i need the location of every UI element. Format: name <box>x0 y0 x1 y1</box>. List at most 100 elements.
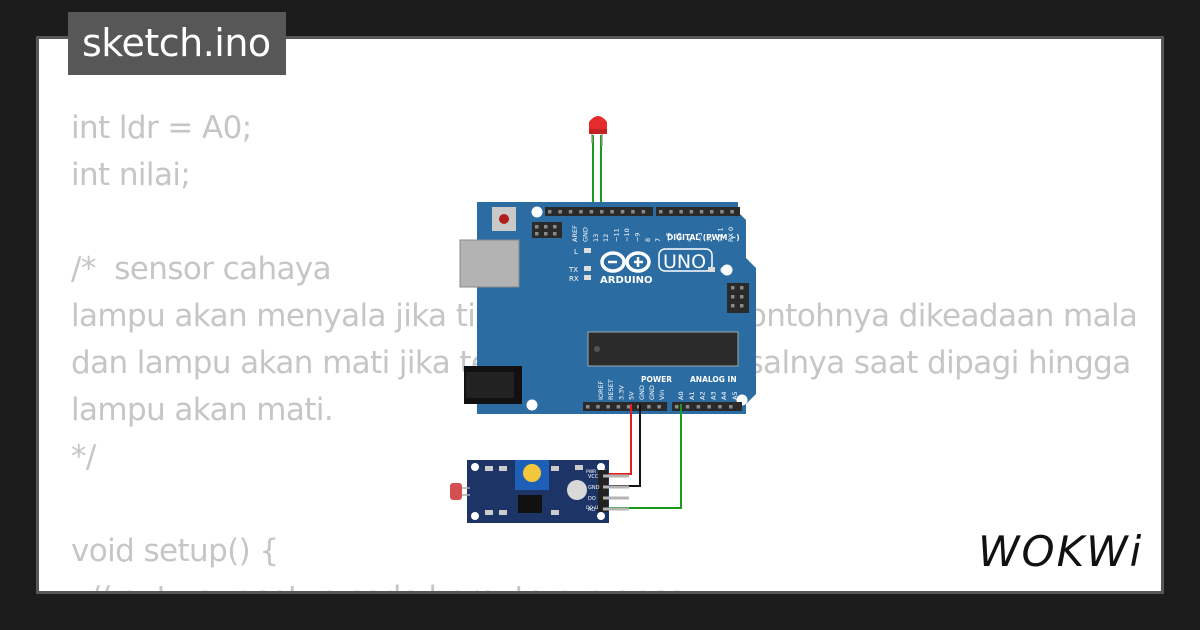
header-pin <box>596 405 600 409</box>
sensor-led <box>567 480 587 500</box>
icsp-header-1 <box>532 222 562 238</box>
red-led[interactable] <box>589 116 607 214</box>
code-line: int ldr = A0; <box>71 110 252 146</box>
wokwi-logo: WOKWi <box>978 527 1143 576</box>
chip-notch <box>594 346 600 352</box>
power-label: POWER <box>641 375 672 384</box>
digital-label: DIGITAL (PWM ~) <box>667 233 740 242</box>
usb-port <box>459 239 520 288</box>
do-led-label: DO LED <box>586 505 604 511</box>
header-pin <box>718 405 722 409</box>
power-jack-inner <box>466 372 514 398</box>
pin-label: TX 1 <box>717 227 725 243</box>
icsp-pin <box>535 232 539 236</box>
header-pin <box>631 210 635 214</box>
sensor-pin-label: DO <box>588 496 596 502</box>
wire-5v-vcc <box>606 404 632 475</box>
sensor-pin-vcc[interactable] <box>603 474 629 478</box>
icsp-pin <box>731 295 735 299</box>
digital-header-left <box>545 207 653 216</box>
header-pin <box>620 210 625 214</box>
code-line: // put your setup code here, to run once… <box>71 575 1135 591</box>
icsp-pin <box>544 232 548 236</box>
wokwi-logo-text: WOKWi <box>978 527 1143 576</box>
sensor-pin-label: VCC <box>588 474 599 480</box>
rx-led-label: RX <box>569 275 579 283</box>
header-pin <box>637 405 641 409</box>
header-pin <box>606 405 610 409</box>
pin-label: GND <box>648 385 656 400</box>
pin-label: GND <box>638 385 646 400</box>
reset-button[interactable] <box>499 214 509 224</box>
pin-label: 3.3V <box>617 385 625 400</box>
arduino-uno-board[interactable]: UNO ARDUINO DIGITAL (PWM ~) POWER ANALOG… <box>459 202 756 414</box>
smd-4 <box>499 510 507 515</box>
smd-1 <box>485 466 493 471</box>
analog-label: ANALOG IN <box>690 375 737 384</box>
code-line: lampu akan mati. <box>71 392 334 428</box>
icsp-pin <box>740 304 744 308</box>
header-pin <box>659 210 663 214</box>
pin-label: ~11 <box>613 228 621 242</box>
sensor-hole-1 <box>471 463 479 471</box>
header-pin-dots <box>535 210 744 409</box>
sensor-hole-3 <box>597 463 605 471</box>
board-model-label: UNO <box>663 251 706 273</box>
header-pin <box>657 405 661 409</box>
led-base <box>589 128 607 134</box>
mount-hole-2 <box>721 264 733 276</box>
l-led <box>584 248 591 253</box>
header-pin <box>579 210 583 214</box>
smd-5 <box>551 466 559 471</box>
header-pin <box>685 405 690 409</box>
header-pin <box>600 210 604 214</box>
pin-label: A4 <box>720 391 728 400</box>
pin-label: GND <box>581 227 589 242</box>
sensor-pin-label: GND <box>588 485 600 491</box>
pin-label: A2 <box>699 391 707 400</box>
smd-7 <box>575 465 583 470</box>
header-pin <box>616 405 621 409</box>
file-tab[interactable]: sketch.ino <box>68 12 286 75</box>
potentiometer-knob[interactable] <box>523 464 541 482</box>
on-led-label: ON <box>720 266 732 275</box>
rx-led <box>584 275 591 280</box>
ldr-photoresistor <box>450 483 462 500</box>
code-line: void setup() { <box>71 533 279 569</box>
board-brand-label: ARDUINO <box>600 275 652 286</box>
icsp-pin <box>535 225 539 229</box>
header-pin <box>589 210 594 214</box>
pin-label: ~3 <box>696 232 704 242</box>
sensor-header <box>598 470 608 512</box>
sensor-pin-do[interactable] <box>603 496 629 500</box>
header-pin <box>699 210 704 214</box>
header-pin <box>696 405 701 409</box>
sensor-pin-gnd[interactable] <box>603 485 629 489</box>
header-pin <box>626 405 631 409</box>
mount-hole-1 <box>531 206 543 218</box>
pin-label: 7 <box>654 238 662 242</box>
icsp-pin <box>740 295 744 299</box>
led-dome <box>589 116 607 129</box>
mount-hole-3 <box>526 399 538 411</box>
tx-led-label: TX <box>568 266 578 274</box>
header-pin <box>710 210 714 214</box>
pin-label: A3 <box>709 391 717 400</box>
header-pin <box>548 210 552 214</box>
sensor-pin-ao[interactable] <box>603 507 629 511</box>
tx-led <box>584 266 591 271</box>
pin-label: 8 <box>644 238 652 242</box>
on-led <box>708 267 715 272</box>
icsp-pin <box>740 286 744 290</box>
icsp-pin <box>553 232 557 236</box>
header-pin <box>586 405 590 409</box>
icsp-pin <box>544 225 548 229</box>
header-pin <box>679 210 683 214</box>
pin-label: Vin <box>658 390 666 400</box>
header-pin <box>568 210 573 214</box>
icsp-pin <box>553 225 557 229</box>
code-line: */ <box>71 439 96 475</box>
pin-label: RX 0 <box>727 227 735 242</box>
